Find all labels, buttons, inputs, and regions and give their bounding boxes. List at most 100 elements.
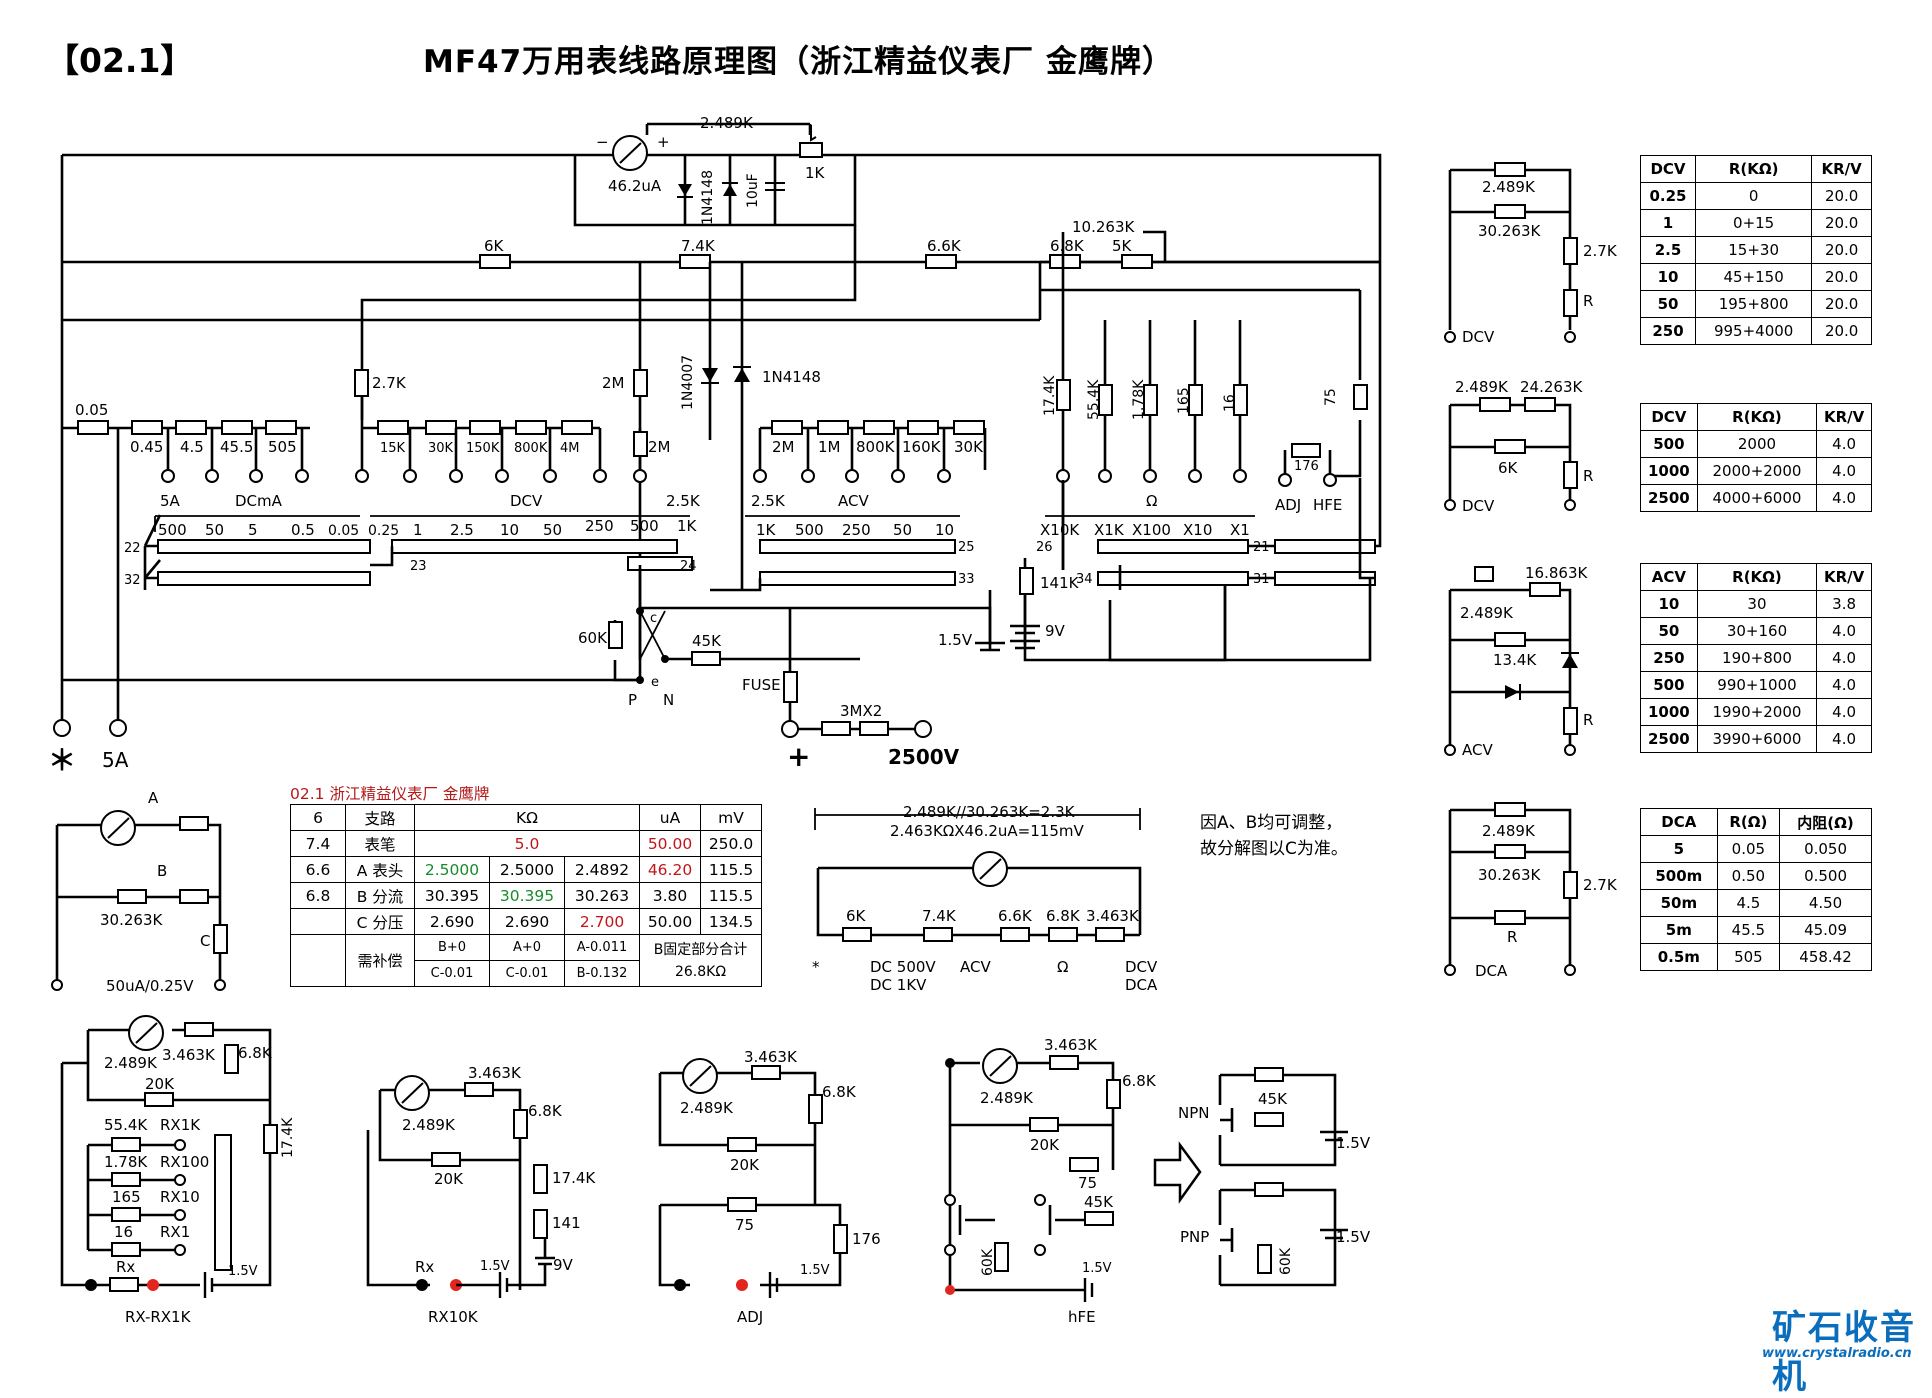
mid-cell: A 表头 bbox=[345, 856, 415, 883]
rx1-l2: RX100 bbox=[160, 1153, 209, 1171]
r-75-label: 75 bbox=[1323, 388, 1339, 406]
rng-dcv-4: 50 bbox=[543, 521, 562, 539]
acv-r5: 30K bbox=[954, 438, 984, 456]
dcma-r3: 45.5 bbox=[220, 438, 253, 456]
pin-33: 33 bbox=[958, 572, 975, 587]
note: 因A、B均可调整， 故分解图以C为准。 bbox=[1200, 810, 1348, 862]
chain-diagram: 2.489K//30.263K=2.3K 2.463KΩX46.2uA=115m… bbox=[812, 803, 1158, 994]
circuit-rx10k: 3.463K 2.489K 6.8K 20K 17.4K 141 Rx 1.5V… bbox=[366, 1064, 596, 1326]
r-74k-label: 7.4K bbox=[681, 237, 716, 255]
dcv2-r1: 2.489K bbox=[1455, 378, 1509, 396]
note-line-1: 因A、B均可调整， bbox=[1200, 813, 1343, 833]
t3-cell: 10 bbox=[1640, 590, 1698, 618]
r-45k-label: 45K bbox=[692, 632, 722, 650]
chain-r3: 6.6K bbox=[998, 907, 1033, 925]
ohm-r3: 1.78K bbox=[1131, 379, 1147, 420]
rx10k-cap: RX10K bbox=[428, 1308, 479, 1326]
side-dcv2: 2.489K 24.263K 6K R DCV bbox=[1444, 378, 1593, 515]
rng-dcv-6: 500 bbox=[630, 517, 659, 535]
t4-cell: 0.5m bbox=[1640, 943, 1718, 971]
t1-head-1: R(KΩ) bbox=[1694, 155, 1813, 183]
hfe-r6: 45K bbox=[1084, 1193, 1114, 1211]
chain-e6: DCA bbox=[1125, 976, 1158, 994]
dca-r4: R bbox=[1507, 928, 1517, 946]
rx10k-r1: 3.463K bbox=[468, 1064, 522, 1082]
mid-cell: 50.00 bbox=[639, 908, 701, 935]
rx1-r2: 3.463K bbox=[162, 1046, 216, 1064]
rx1-l4: RX1 bbox=[160, 1223, 190, 1241]
rx1-l3: RX10 bbox=[160, 1188, 200, 1206]
rng-ohm-2: X100 bbox=[1132, 521, 1171, 539]
t4-cell: 0.05 bbox=[1716, 835, 1781, 863]
d-4007-label: 1N4007 bbox=[680, 355, 696, 410]
note-line-2: 故分解图以C为准。 bbox=[1200, 839, 1348, 859]
dca-r2: 30.263K bbox=[1478, 866, 1541, 884]
hfe-r7: 60K bbox=[980, 1248, 996, 1276]
r-3mx2-label: 3MX2 bbox=[840, 702, 882, 720]
t3-cell: 190+800 bbox=[1696, 644, 1818, 672]
circuit-adj: 3.463K 2.489K 6.8K 20K 75 176 1.5V ADJ bbox=[658, 1048, 881, 1326]
mid-cell: 2.700 bbox=[564, 908, 640, 935]
dcma-r1: 0.45 bbox=[130, 438, 163, 456]
abc-c: C bbox=[200, 932, 210, 950]
r-141k-label: 141K bbox=[1040, 574, 1080, 592]
t1-cell: 1 bbox=[1640, 209, 1696, 237]
label-dcma: DCmA bbox=[235, 492, 283, 510]
t4-cell: 0.500 bbox=[1779, 862, 1872, 890]
mid-h4: mV bbox=[700, 804, 762, 831]
t3-cell: 3.8 bbox=[1816, 590, 1872, 618]
pnp-bat: 1.5V bbox=[1336, 1228, 1371, 1246]
circuit-npn: NPN 45K 1.5V bbox=[1178, 1067, 1371, 1167]
acv-r3: 800K bbox=[856, 438, 896, 456]
t1-cell: 995+4000 bbox=[1694, 317, 1813, 345]
circuit-pnp: PNP 60K 1.5V bbox=[1180, 1182, 1371, 1287]
t3-cell: 50 bbox=[1640, 617, 1698, 645]
dcv-r1: 15K bbox=[380, 441, 406, 456]
dca-foot: DCA bbox=[1475, 962, 1508, 980]
mid-cell: 50.00 bbox=[639, 830, 701, 857]
adj-r2: 2.489K bbox=[680, 1099, 734, 1117]
mid-cell: 2.5000 bbox=[414, 856, 490, 883]
t4-cell: 50m bbox=[1640, 889, 1718, 917]
r-68k-label: 6.8K bbox=[1050, 237, 1085, 255]
hfe-label: HFE bbox=[1313, 496, 1342, 514]
abc-circuit: A B C 30.263K 50uA/0.25V bbox=[51, 789, 228, 995]
dcv1-r3: 2.7K bbox=[1583, 242, 1618, 260]
rx1-t2: 1.78K bbox=[104, 1153, 148, 1171]
hfe-bat: 1.5V bbox=[1082, 1261, 1112, 1276]
t1-cell: 0+15 bbox=[1694, 209, 1813, 237]
fuse-label: FUSE bbox=[742, 676, 781, 694]
circuit-hfe: 3.463K 2.489K 6.8K 20K 75 45K 60K 1.5V h… bbox=[944, 1036, 1157, 1326]
dcv-r4: 800K bbox=[514, 441, 548, 456]
chain-r5: 3.463K bbox=[1086, 907, 1140, 925]
pin-23: 23 bbox=[410, 559, 427, 574]
t2-cell: 4.0 bbox=[1816, 457, 1872, 485]
chain-e3: ACV bbox=[960, 958, 991, 976]
adj-r5: 75 bbox=[735, 1216, 754, 1234]
t4-cell: 5m bbox=[1640, 916, 1718, 944]
t1-cell: 20.0 bbox=[1811, 263, 1872, 291]
rng-dcv-2: 2.5 bbox=[450, 521, 474, 539]
term-com: ＊ bbox=[48, 744, 76, 777]
r-60k-label: 60K bbox=[578, 629, 608, 647]
rng-dcma-2: 5 bbox=[248, 521, 258, 539]
t2-head-1: R(KΩ) bbox=[1696, 403, 1818, 431]
mid-cell: 3.80 bbox=[639, 882, 701, 909]
mid-cell: B+0 bbox=[414, 934, 490, 961]
rng-acv-4: 10 bbox=[935, 521, 954, 539]
t4-cell: 500m bbox=[1640, 862, 1718, 890]
chain-e5: DCV bbox=[1125, 958, 1158, 976]
r-2m-label: 2M bbox=[602, 374, 625, 392]
schematic: − + 46.2uA 2.489K 1K 1N4148 10uF 6K 7.4K… bbox=[48, 114, 1618, 1326]
npn-r: 45K bbox=[1258, 1090, 1288, 1108]
mid-cell: 250.0 bbox=[700, 830, 762, 857]
t3-head-2: KR/V bbox=[1816, 563, 1872, 591]
t2-head-0: DCV bbox=[1640, 403, 1698, 431]
